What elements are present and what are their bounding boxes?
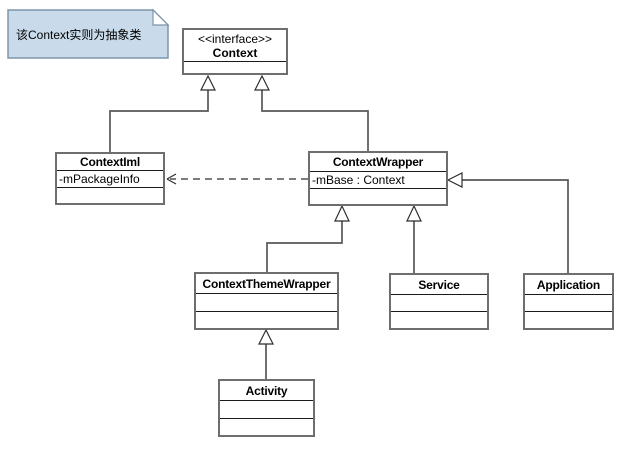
hollow-triangle-icon [406, 204, 422, 222]
generalization-contextthemewrapper-contextwrapper [266, 221, 343, 272]
class-box-contextiml: ContextIml -mPackageInfo [55, 152, 165, 205]
empty-compartment [184, 61, 286, 73]
class-title-compartment: <<interface>> Context [184, 30, 286, 61]
empty-compartment [525, 311, 612, 328]
class-name-label: ContextIml [79, 155, 140, 169]
hollow-triangle-icon [200, 74, 216, 91]
hollow-triangle-icon [258, 328, 274, 345]
class-box-activity: Activity [218, 379, 315, 437]
class-name-label: ContextThemeWrapper [202, 276, 331, 291]
class-name-label: Activity [245, 383, 288, 398]
open-arrowhead-icon [166, 173, 177, 185]
empty-compartment [310, 188, 446, 204]
class-box-service: Service [389, 273, 489, 330]
class-name-label: ContextWrapper [332, 155, 424, 169]
sticky-note-shape [7, 9, 169, 59]
class-name-label: Context [212, 45, 258, 60]
empty-compartment [220, 400, 313, 418]
empty-compartment [525, 294, 612, 311]
attribute-label: -mPackageInfo [57, 170, 163, 187]
generalization-contextwrapper-context [261, 90, 369, 151]
sticky-note-fold [152, 8, 170, 26]
hollow-triangle-icon [254, 74, 270, 91]
empty-compartment [196, 310, 337, 329]
empty-compartment [220, 417, 313, 436]
stereotype-label: <<interface>> [197, 31, 273, 46]
class-box-contextthemewrapper: ContextThemeWrapper [194, 272, 339, 330]
empty-compartment [57, 187, 163, 203]
hollow-triangle-icon [334, 204, 350, 222]
class-box-application: Application [523, 273, 614, 330]
class-box-context: <<interface>> Context [182, 28, 288, 75]
empty-compartment [391, 294, 487, 311]
attribute-label: -mBase : Context [310, 171, 446, 188]
generalization-application-contextwrapper [462, 179, 569, 273]
generalization-contextiml-context [109, 90, 209, 152]
empty-compartment [391, 311, 487, 328]
hollow-triangle-icon [446, 172, 463, 188]
sticky-note-text: 该Context实则为抽象类 [16, 28, 142, 42]
class-box-contextwrapper: ContextWrapper -mBase : Context [308, 151, 448, 206]
empty-compartment [196, 293, 337, 311]
class-name-label: Application [536, 277, 601, 292]
class-name-label: Service [418, 277, 460, 292]
